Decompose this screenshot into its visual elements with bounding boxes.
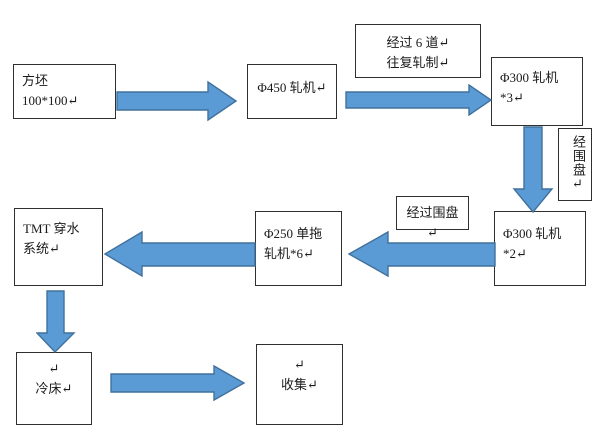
node-cooling-bed[interactable]: ↵ 冷床↵ bbox=[16, 352, 92, 425]
arrow-mill300x2-to-mill250 bbox=[348, 230, 496, 278]
node-tmt-quenching[interactable]: TMT 穿水 系统↵ bbox=[14, 208, 103, 286]
node-coil-pass-label[interactable]: 经过围盘↵ bbox=[396, 196, 469, 240]
node-mill250[interactable]: Φ250 单拖 轧机*6↵ bbox=[255, 211, 342, 286]
node-pass-6-reversing[interactable]: 经过 6 道↵ 往复轧制↵ bbox=[355, 24, 481, 78]
arrow-mill250-to-tmt bbox=[104, 230, 256, 278]
node-mill300-x2[interactable]: Φ300 轧机 *2↵ bbox=[494, 211, 586, 286]
arrow-tmt-to-cooling-bed bbox=[36, 290, 76, 354]
arrow-mill300x3-to-mill300x2 bbox=[512, 126, 554, 214]
node-billet[interactable]: 方坯 100*100↵ bbox=[13, 64, 116, 119]
arrow-billet-to-mill450 bbox=[116, 80, 238, 122]
node-collection[interactable]: ↵ 收集↵ bbox=[256, 344, 343, 425]
node-mill450[interactable]: Φ450 轧机↵ bbox=[247, 64, 337, 119]
node-coil-pass-vertical[interactable]: 经围盘↵ bbox=[558, 128, 592, 201]
node-mill300-x3[interactable]: Φ300 轧机 *3↵ bbox=[491, 57, 583, 126]
arrow-mill450-to-mill300x3 bbox=[345, 84, 493, 116]
arrow-cooling-bed-to-collection bbox=[110, 364, 246, 402]
